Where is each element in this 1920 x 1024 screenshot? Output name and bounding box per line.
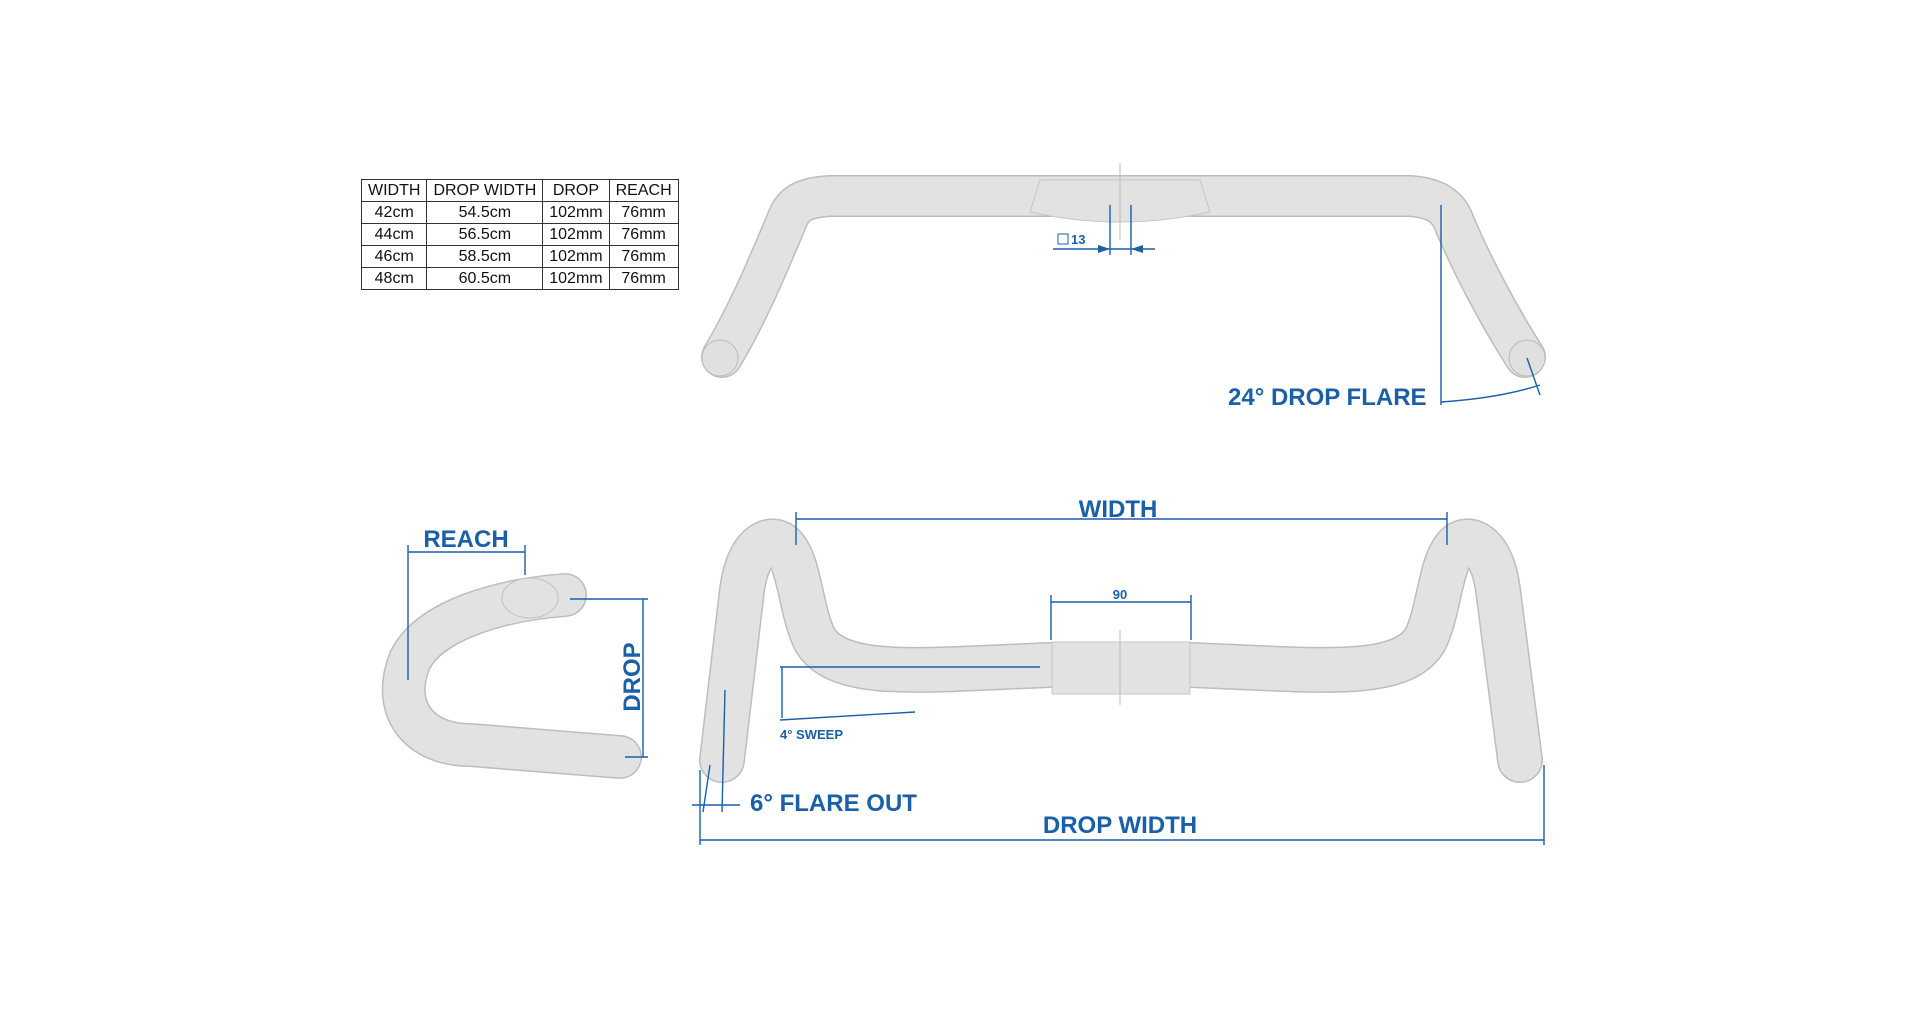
- cell: 42cm: [360, 201, 428, 224]
- sweep-dimension: 4° SWEEP: [779, 666, 1040, 742]
- handlebar-top-view: [701, 163, 1546, 378]
- cell: 102mm: [542, 245, 610, 268]
- clamp-dimension: 13: [1053, 205, 1155, 255]
- cell: 44cm: [360, 223, 428, 246]
- header-width: WIDTH: [360, 179, 428, 202]
- width-label: WIDTH: [1079, 496, 1158, 523]
- square-icon: [1057, 233, 1069, 245]
- drop-width-label: DROP WIDTH: [1043, 812, 1197, 839]
- center-width-dimension: 90: [1050, 587, 1192, 640]
- center-width-label: 90: [1113, 587, 1127, 602]
- table-header-row: WIDTH DROP WIDTH DROP REACH: [360, 179, 679, 202]
- sweep-label: 4° SWEEP: [780, 727, 843, 742]
- cell: 56.5cm: [426, 223, 544, 246]
- handlebar-front-view: [699, 518, 1543, 783]
- drop-width-dimension: DROP WIDTH: [699, 765, 1545, 845]
- cell: 58.5cm: [426, 245, 544, 268]
- cell: 102mm: [542, 267, 610, 290]
- cell: 76mm: [608, 267, 679, 290]
- reach-label: REACH: [423, 526, 508, 553]
- flare-out-dimension: 6° FLARE OUT: [692, 689, 917, 817]
- cell: 60.5cm: [426, 267, 544, 290]
- drop-dimension: DROP: [570, 598, 648, 758]
- cell: 46cm: [360, 245, 428, 268]
- cell: 76mm: [608, 245, 679, 268]
- width-dimension: WIDTH: [795, 496, 1448, 545]
- drop-flare-dimension: 24° DROP FLARE: [1228, 205, 1541, 411]
- drop-label: DROP: [619, 642, 646, 711]
- clamp-size-label: 13: [1071, 232, 1085, 247]
- reach-dimension: REACH: [407, 526, 526, 680]
- cell: 48cm: [360, 267, 428, 290]
- handlebar-side-view: [381, 573, 642, 779]
- flare-out-label: 6° FLARE OUT: [750, 790, 917, 817]
- drop-flare-label: 24° DROP FLARE: [1228, 384, 1427, 411]
